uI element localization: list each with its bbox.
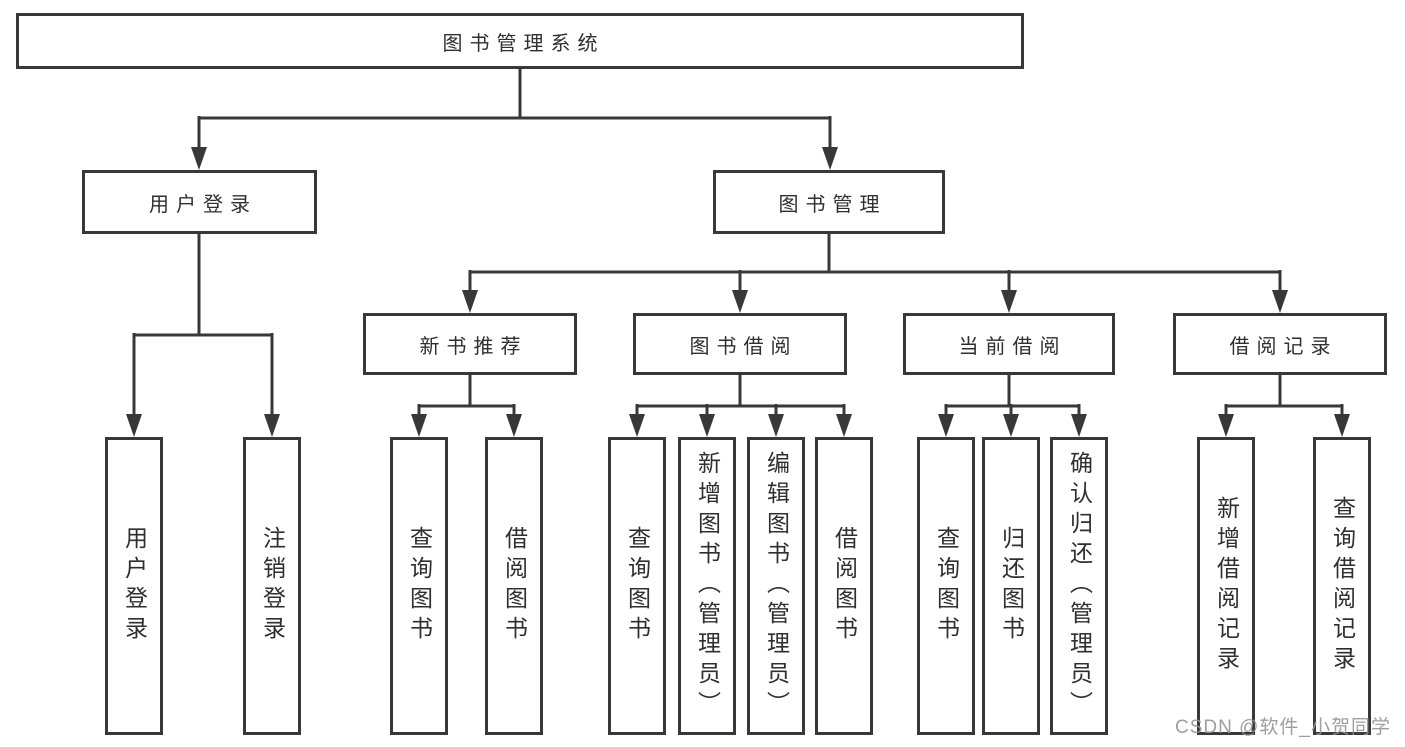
leaf-logout: 注销登录 <box>243 437 301 735</box>
node-label: 新书推荐 <box>419 335 528 358</box>
leaf-borrow-books-borrowing: 借阅图书 <box>815 437 873 735</box>
node-borrowing-records: 借阅记录 <box>1173 313 1387 375</box>
node-label: 图书管理 <box>778 193 887 216</box>
leaf-label: 用户登录 <box>121 526 148 646</box>
leaf-query-books-current: 查询图书 <box>917 437 975 735</box>
leaf-label: 查询图书 <box>933 526 960 646</box>
leaf-label: 查询图书 <box>624 526 651 646</box>
leaf-label: 借阅图书 <box>501 526 528 646</box>
leaf-label: 归还图书 <box>998 526 1025 646</box>
node-user-login: 用户登录 <box>82 170 317 234</box>
leaf-label: 编辑图书（管理员） <box>763 451 790 721</box>
leaf-add-borrow-record: 新增借阅记录 <box>1197 437 1255 735</box>
leaf-label: 确认归还（管理员） <box>1066 451 1093 721</box>
node-label: 当前借阅 <box>958 335 1067 358</box>
node-label: 图书借阅 <box>689 335 798 358</box>
node-label: 图书管理系统 <box>442 32 605 55</box>
node-current-borrowing: 当前借阅 <box>903 313 1115 375</box>
leaf-label: 新增借阅记录 <box>1213 496 1240 676</box>
node-book-management: 图书管理 <box>713 170 945 234</box>
leaf-borrow-books-recommend: 借阅图书 <box>485 437 543 735</box>
leaf-query-books-recommend: 查询图书 <box>390 437 448 735</box>
leaf-query-borrow-record: 查询借阅记录 <box>1313 437 1371 735</box>
node-library-management-system: 图书管理系统 <box>16 13 1024 69</box>
leaf-add-books-admin: 新增图书（管理员） <box>678 437 736 735</box>
node-new-book-recommend: 新书推荐 <box>363 313 577 375</box>
node-book-borrowing: 图书借阅 <box>633 313 847 375</box>
leaf-label: 查询借阅记录 <box>1329 496 1356 676</box>
leaf-label: 借阅图书 <box>831 526 858 646</box>
node-label: 用户登录 <box>149 193 257 216</box>
leaf-label: 查询图书 <box>406 526 433 646</box>
watermark: CSDN @软件_小贺同学 <box>1175 717 1391 738</box>
leaf-label: 新增图书（管理员） <box>694 451 721 721</box>
arrowhead-icons <box>126 147 1350 437</box>
leaf-edit-books-admin: 编辑图书（管理员） <box>747 437 805 735</box>
leaf-confirm-return-admin: 确认归还（管理员） <box>1050 437 1108 735</box>
node-label: 借阅记录 <box>1229 335 1338 358</box>
leaf-user-login: 用户登录 <box>105 437 163 735</box>
leaf-query-books-borrowing: 查询图书 <box>608 437 666 735</box>
leaf-return-books: 归还图书 <box>982 437 1040 735</box>
leaf-label: 注销登录 <box>259 526 286 646</box>
